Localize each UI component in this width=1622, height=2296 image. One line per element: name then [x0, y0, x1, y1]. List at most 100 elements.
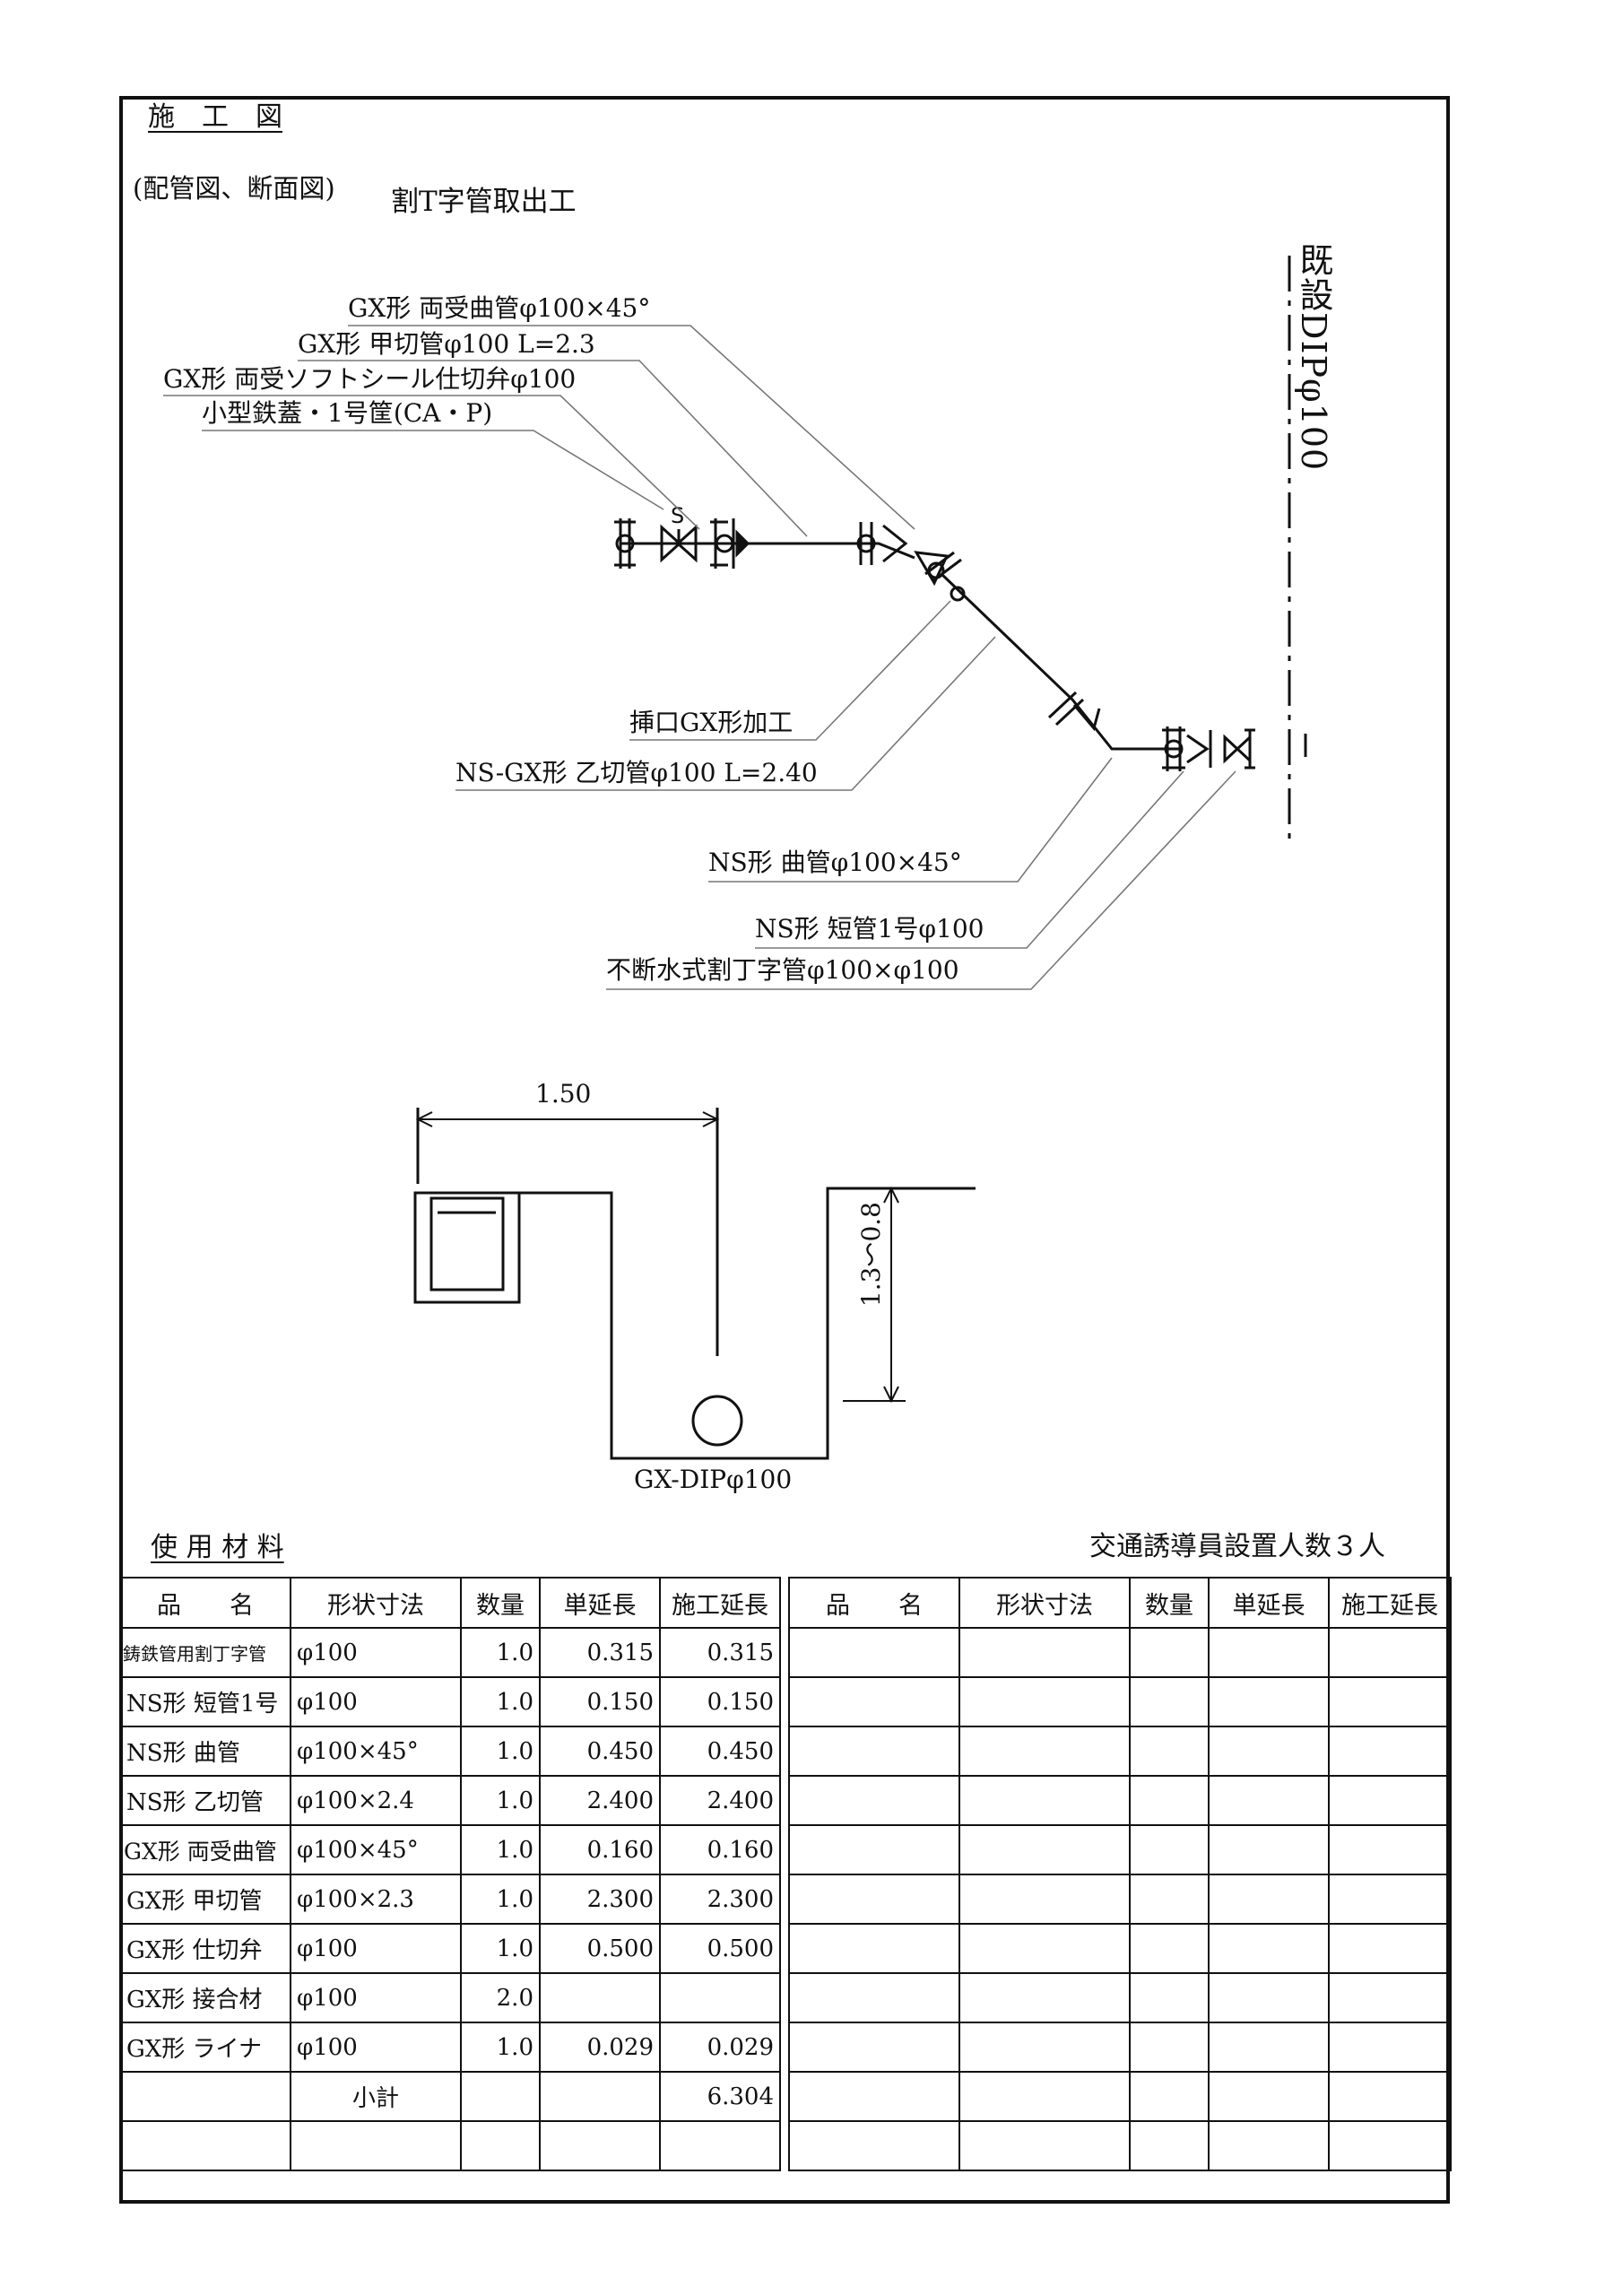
cell-dimensions: φ100×45° — [290, 1824, 462, 1875]
cell-dimensions: φ100 — [290, 1923, 462, 1974]
cell-quantity: 1.0 — [460, 1874, 541, 1925]
valve-box-inner — [429, 1196, 505, 1292]
materials-table-left: 品 名 形状寸法 数量 単延長 施工延長 鋳鉄管用割丁字管 φ100 1.0 0… — [119, 1577, 781, 2171]
table-row — [119, 2120, 781, 2171]
cell-item-name: GX形 甲切管 — [119, 1874, 291, 1925]
table-row — [788, 1923, 1452, 1974]
tapping-tee-assembly — [1162, 726, 1255, 771]
cell-quantity: 1.0 — [460, 1923, 541, 1974]
callout-ns-bend: NS形 曲管φ100×45° — [708, 848, 962, 877]
subtotal-label: 小計 — [290, 2071, 462, 2122]
cell-quantity: 1.0 — [460, 1627, 541, 1678]
cell-unit-length: 2.300 — [539, 1874, 661, 1925]
table-row: 鋳鉄管用割丁字管 φ100 1.0 0.315 0.315 — [119, 1627, 781, 1678]
cell-item-name: NS形 短管1号 — [119, 1676, 291, 1727]
cell-item-name: 鋳鉄管用割丁字管 — [119, 1627, 291, 1678]
section-pipe-label: GX-DIPφ100 — [634, 1465, 793, 1494]
cell-item-name: GX形 両受曲管 — [119, 1824, 291, 1875]
gate-valve-group — [614, 518, 750, 569]
cell-unit-length: 0.150 — [539, 1676, 661, 1727]
cell-item-name: GX形 仕切弁 — [119, 1923, 291, 1974]
existing-pipe-label: 既設DIPφ100 — [1294, 242, 1333, 472]
cell-dimensions: φ100×2.4 — [290, 1775, 462, 1826]
table-row — [788, 1874, 1452, 1925]
drawing-subtitle: (配管図、断面図) — [133, 173, 335, 204]
ns-pipe-run — [940, 572, 1182, 751]
header-item-name: 品 名 — [788, 1577, 960, 1629]
cell-unit-length — [539, 2071, 661, 2122]
leader-lines — [163, 325, 1236, 990]
cell-dimensions: φ100×2.3 — [290, 1874, 462, 1925]
cell-unit-length: 0.450 — [539, 1726, 661, 1777]
cell-item-name: GX形 接合材 — [119, 1972, 291, 2023]
cell-total-length: 0.160 — [659, 1824, 781, 1875]
table-row — [788, 1676, 1452, 1727]
gx-pipe-run — [620, 542, 915, 560]
callout-ns-gx-cut-pipe: NS-GX形 乙切管φ100 L=2.40 — [455, 758, 818, 787]
header-total-length: 施工延長 — [1328, 1577, 1452, 1629]
callout-valve-box: 小型鉄蓋・1号筐(CA・P) — [202, 398, 493, 428]
header-quantity: 数量 — [460, 1577, 541, 1629]
cell-dimensions: φ100 — [290, 1627, 462, 1678]
cell-item-name: NS形 曲管 — [119, 1726, 291, 1777]
materials-title: 使 用 材 料 — [151, 1532, 284, 1563]
cell-quantity: 2.0 — [460, 1972, 541, 2023]
header-item-name: 品 名 — [119, 1577, 291, 1629]
header-total-length: 施工延長 — [659, 1577, 781, 1629]
header-dimensions: 形状寸法 — [958, 1577, 1131, 1629]
cell-unit-length: 0.160 — [539, 1824, 661, 1875]
cell-unit-length: 0.500 — [539, 1923, 661, 1974]
table-row: NS形 乙切管 φ100×2.4 1.0 2.400 2.400 — [119, 1775, 781, 1826]
traffic-guard-note: 交通誘導員設置人数３人 — [1089, 1531, 1385, 1562]
table-header-row: 品 名 形状寸法 数量 単延長 施工延長 — [119, 1577, 781, 1629]
table-row — [788, 2120, 1452, 2171]
subtotal-row: 小計 6.304 — [119, 2071, 781, 2122]
cell-quantity: 1.0 — [460, 1676, 541, 1727]
cell-unit-length — [539, 1972, 661, 2023]
table-row — [788, 1726, 1452, 1777]
table-row — [788, 1972, 1452, 2023]
table-row: NS形 曲管 φ100×45° 1.0 0.450 0.450 — [119, 1726, 781, 1777]
gx-bend-fitting — [856, 522, 966, 602]
cell-total-length: 2.400 — [659, 1775, 781, 1826]
header-unit-length: 単延長 — [539, 1577, 661, 1629]
section-width-dim: 1.50 — [535, 1079, 592, 1109]
callout-gx-bend: GX形 両受曲管φ100×45° — [348, 293, 651, 323]
cell-quantity — [460, 2120, 541, 2171]
cell-item-name — [119, 2120, 291, 2171]
cell-item-name — [119, 2071, 291, 2122]
cell-total-length — [659, 1972, 781, 2023]
table-row — [788, 1627, 1452, 1678]
header-quantity: 数量 — [1129, 1577, 1210, 1629]
cell-total-length: 0.029 — [659, 2022, 781, 2073]
cell-dimensions: φ100×45° — [290, 1726, 462, 1777]
cell-quantity: 1.0 — [460, 1726, 541, 1777]
callout-spigot-processing: 挿口GX形加工 — [629, 708, 794, 737]
cell-total-length: 0.500 — [659, 1923, 781, 1974]
table-row: GX形 ライナ φ100 1.0 0.029 0.029 — [119, 2022, 781, 2073]
callout-gx-gate-valve: GX形 両受ソフトシール仕切弁φ100 — [163, 364, 577, 394]
cell-total-length: 2.300 — [659, 1874, 781, 1925]
cell-total-length: 0.450 — [659, 1726, 781, 1777]
table-row — [788, 1775, 1452, 1826]
cell-unit-length: 0.315 — [539, 1627, 661, 1678]
callout-gx-cut-pipe: GX形 甲切管φ100 L=2.3 — [298, 329, 595, 359]
drawing-title: 施 工 図 — [148, 101, 282, 133]
cell-item-name: GX形 ライナ — [119, 2022, 291, 2073]
valve-box-outer — [413, 1191, 521, 1304]
table-row: GX形 両受曲管 φ100×45° 1.0 0.160 0.160 — [119, 1824, 781, 1875]
cell-total-length: 0.315 — [659, 1627, 781, 1678]
valve-s-mark: S — [671, 503, 685, 528]
cell-quantity: 1.0 — [460, 1775, 541, 1826]
cell-unit-length: 0.029 — [539, 2022, 661, 2073]
table-row: GX形 接合材 φ100 2.0 — [119, 1972, 781, 2023]
trench-outline — [519, 1187, 976, 1460]
cell-dimensions: φ100 — [290, 2022, 462, 2073]
cell-unit-length — [539, 2120, 661, 2171]
cell-unit-length: 2.400 — [539, 1775, 661, 1826]
cell-quantity: 1.0 — [460, 2022, 541, 2073]
table-row — [788, 2022, 1452, 2073]
table-row: GX形 甲切管 φ100×2.3 1.0 2.300 2.300 — [119, 1874, 781, 1925]
table-row — [788, 2071, 1452, 2122]
cell-dimensions: φ100 — [290, 1676, 462, 1727]
